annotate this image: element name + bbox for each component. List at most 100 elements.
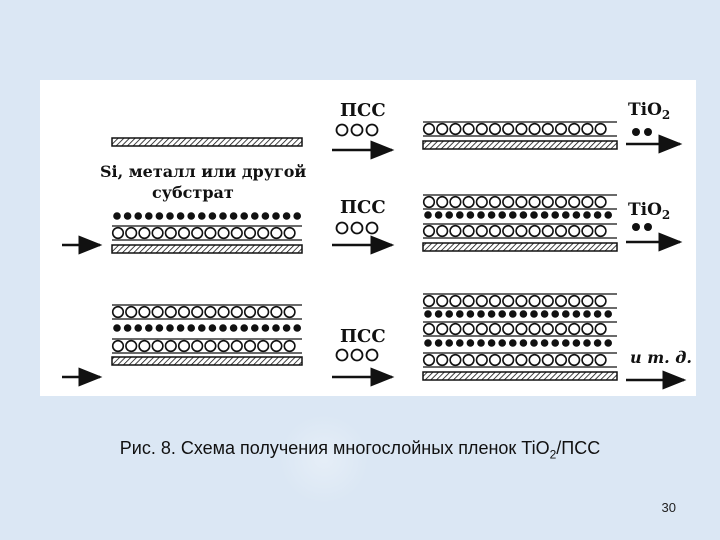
- pss-molecule: [449, 122, 462, 136]
- pss-molecule: [462, 294, 475, 308]
- substrate-layer: [422, 242, 618, 252]
- pss-molecule: [568, 224, 581, 238]
- tio2-particle: [540, 339, 549, 347]
- tio2-particle: [293, 212, 301, 220]
- pss-molecule: [594, 353, 607, 367]
- pss-molecule: [270, 339, 283, 353]
- tio2-particle: [509, 310, 517, 318]
- pss-molecule: [594, 195, 607, 209]
- tio2-particle: [134, 324, 142, 332]
- pss-molecule: [541, 224, 554, 238]
- pss-molecule: [581, 294, 594, 308]
- pss-molecule: [554, 353, 568, 367]
- tio2-particle: [251, 212, 259, 220]
- pss-molecule: [475, 195, 488, 209]
- tio2-particle: [176, 324, 185, 332]
- pss-molecule: [528, 353, 541, 367]
- substrate-layer: [111, 137, 303, 147]
- tio2-particle: [424, 310, 432, 318]
- pss-molecule: [204, 226, 217, 240]
- pss-molecule: [515, 122, 528, 136]
- pss-molecule: [217, 305, 230, 319]
- pss-reagent-icon: [350, 348, 364, 362]
- tio2-particle: [272, 212, 280, 220]
- tio2-particle: [145, 212, 153, 220]
- pss-molecule: [568, 122, 581, 136]
- tio2-particle: [477, 211, 485, 219]
- tio2-particle: [113, 212, 121, 220]
- tio2-particle: [572, 211, 581, 219]
- caption-subscript: 2: [549, 447, 557, 462]
- tio2-particle: [583, 339, 591, 347]
- pss-molecule: [164, 339, 177, 353]
- pss-molecule: [177, 339, 191, 353]
- pss-molecule: [111, 339, 125, 353]
- pss-molecule: [528, 322, 541, 336]
- tio2-particle: [593, 310, 602, 318]
- pss-molecule: [488, 353, 502, 367]
- pss-molecule: [568, 294, 581, 308]
- pss-molecule: [138, 305, 151, 319]
- tio2-particle: [208, 324, 217, 332]
- tio2-particle: [166, 324, 174, 332]
- tio2-particle: [229, 212, 238, 220]
- tio2-particle: [219, 324, 227, 332]
- tio2-particle: [123, 212, 132, 220]
- tio2-particle: [551, 310, 559, 318]
- pss-molecule: [462, 195, 475, 209]
- pss-molecule: [257, 339, 270, 353]
- pss-molecule: [502, 353, 515, 367]
- tio2-particle: [434, 310, 443, 318]
- pss-molecule: [515, 195, 528, 209]
- pss-molecule: [283, 305, 296, 319]
- tio2-particle: [145, 324, 153, 332]
- tio2-particle: [540, 310, 549, 318]
- pss-molecule: [581, 122, 594, 136]
- pss-molecule: [581, 322, 594, 336]
- pss-molecule: [191, 339, 204, 353]
- pss-molecule: [436, 122, 449, 136]
- pss-molecule: [164, 226, 177, 240]
- tio2-particle: [477, 310, 485, 318]
- pss-molecule: [204, 339, 217, 353]
- pss-molecule: [436, 224, 449, 238]
- pss-molecule: [528, 122, 541, 136]
- tio2-particle: [530, 339, 538, 347]
- pss-molecule: [541, 294, 554, 308]
- pss-molecule: [475, 122, 488, 136]
- tio2-particle: [261, 212, 270, 220]
- pss-molecule: [125, 339, 138, 353]
- pss-molecule: [243, 305, 257, 319]
- substrate-label-line2: субстрат: [152, 183, 234, 202]
- slide-number: 30: [661, 500, 676, 515]
- tio2-particle: [498, 211, 507, 219]
- tio2-particle: [509, 339, 517, 347]
- pss-molecule: [422, 195, 436, 209]
- pss-molecule: [541, 322, 554, 336]
- pss-molecule: [125, 305, 138, 319]
- tio2-particle: [134, 212, 142, 220]
- pss-molecule: [436, 294, 449, 308]
- tio2-particle: [530, 310, 538, 318]
- tio2-particle: [551, 211, 559, 219]
- tio2-particle: [198, 324, 206, 332]
- pss-molecule: [502, 322, 515, 336]
- tio2-particle: [113, 324, 121, 332]
- pss-molecule: [217, 226, 230, 240]
- pss-molecule: [515, 322, 528, 336]
- substrate-layer: [111, 356, 303, 366]
- tio2-particle: [498, 339, 507, 347]
- pss-molecule: [541, 353, 554, 367]
- tio2-particle: [604, 310, 612, 318]
- pss-molecule: [568, 353, 581, 367]
- pss-molecule: [568, 322, 581, 336]
- pss-molecule: [462, 224, 475, 238]
- pss-reagent-icon: [365, 123, 379, 137]
- pss-molecule: [217, 339, 230, 353]
- pss-molecule: [554, 322, 568, 336]
- tio2-particle: [498, 310, 507, 318]
- tio2-particle: [487, 211, 496, 219]
- tio2-particle: [166, 212, 174, 220]
- pss-molecule: [138, 226, 151, 240]
- tio2-label-step1: TiO2: [628, 100, 670, 122]
